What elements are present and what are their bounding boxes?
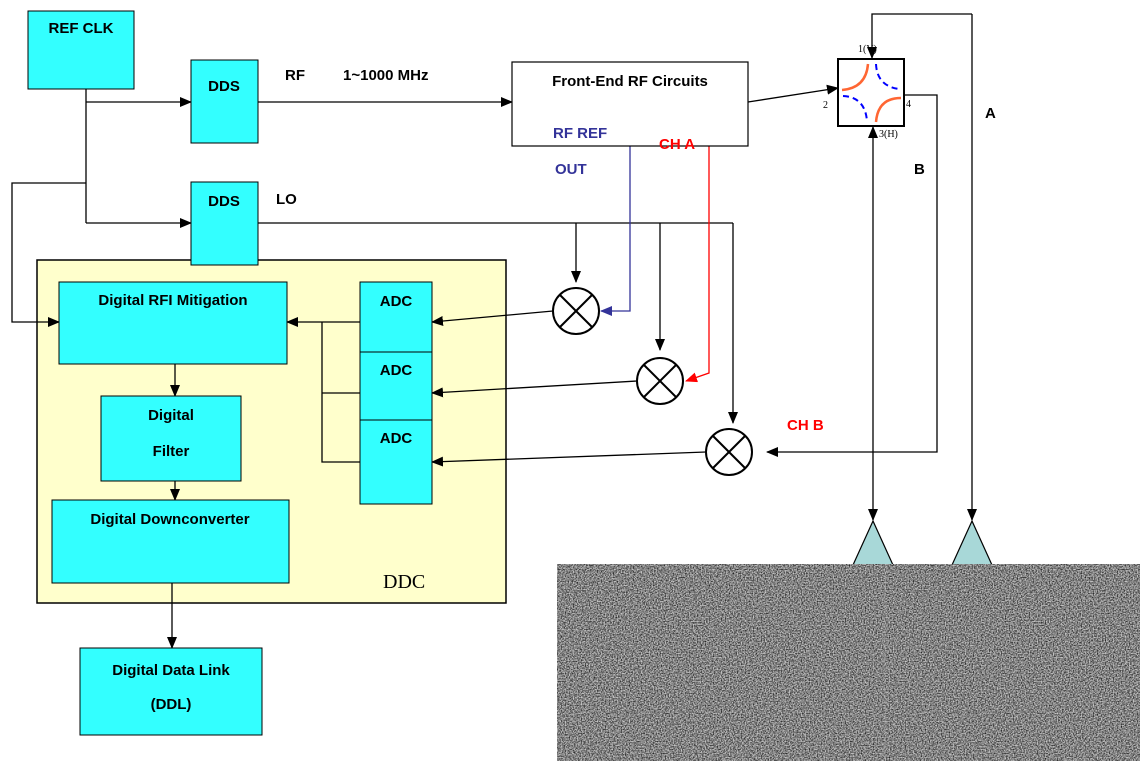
coupler-port-3: 3(H) (879, 129, 898, 140)
path-b-label: B (914, 161, 925, 178)
coupler-port-1: 1(V) (858, 44, 877, 55)
ch-a-label: CH A (659, 136, 695, 153)
rf-ref-line (601, 146, 630, 311)
ch-a-line (686, 113, 709, 381)
freq-range-label: 1~1000 MHz (343, 67, 428, 84)
antenna-right (952, 521, 992, 565)
rf-label: RF (285, 67, 305, 84)
digital-downconverter-label: Digital Downconverter (90, 511, 249, 528)
out-label: OUT (555, 161, 587, 178)
coupler-port-4: 4 (906, 99, 911, 110)
antenna-left (853, 521, 893, 565)
adc-label-3: ADC (380, 430, 413, 447)
adc-label-2: ADC (380, 362, 413, 379)
lo-label: LO (276, 191, 297, 208)
ground-texture (557, 564, 1140, 761)
ddc-label: DDC (383, 571, 425, 593)
ddl-label-2: (DDL) (151, 696, 192, 713)
rf-ref-label: RF REF (553, 125, 607, 142)
digital-filter-label-2: Filter (153, 443, 190, 460)
coupler-port-2: 2 (823, 100, 828, 111)
dds-rf-label: DDS (208, 78, 240, 95)
mixer-1 (553, 288, 599, 334)
hybrid-coupler (838, 59, 904, 126)
adc-label-1: ADC (380, 293, 413, 310)
ddl-label-1: Digital Data Link (112, 662, 230, 679)
mixer-3 (706, 429, 752, 475)
dds-lo-label: DDS (208, 193, 240, 210)
mixer-2 (637, 358, 683, 404)
ref-clk-label: REF CLK (49, 20, 114, 37)
dds-rf-block (191, 60, 258, 143)
path-a-label: A (985, 105, 996, 122)
front-end-label: Front-End RF Circuits (552, 73, 708, 90)
digital-filter-label-1: Digital (148, 407, 194, 424)
ch-b-label: CH B (787, 417, 824, 434)
digital-rfi-label: Digital RFI Mitigation (98, 292, 247, 309)
